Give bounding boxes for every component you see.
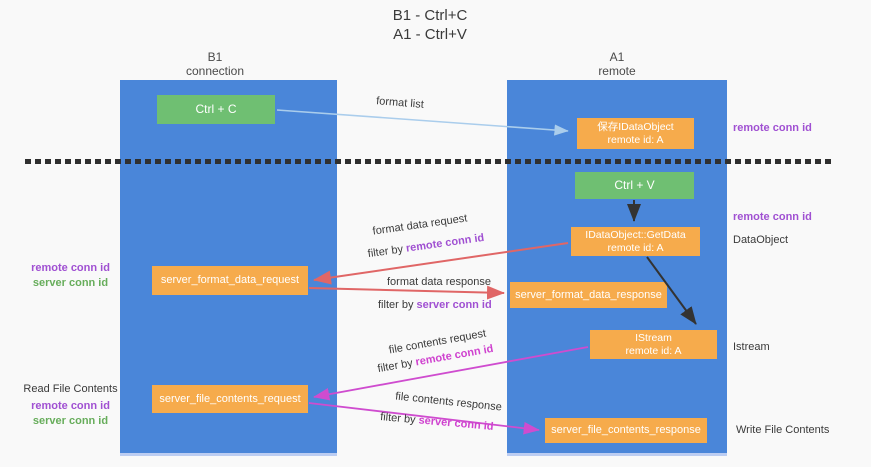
format-data-response-label: format data response: [387, 276, 491, 288]
server-conn-id-text: server conn id: [418, 414, 495, 433]
server-file-contents-request-box: server_file_contents_request: [152, 385, 308, 413]
server-file-contents-response-label: server_file_contents_response: [551, 424, 701, 436]
dataobject-annotation: DataObject: [733, 234, 789, 246]
server-format-data-request-box: server_format_data_request: [152, 266, 308, 295]
filter-by-server-conn-id-label-2: filter by server conn id: [380, 411, 494, 433]
istream-line1: IStream: [635, 331, 672, 344]
remote-conn-id-annotation-2: remote conn id: [733, 211, 812, 223]
diagram-title: B1 - Ctrl+C A1 - Ctrl+V: [330, 6, 530, 44]
ctrl-c-box: Ctrl + C: [157, 95, 275, 124]
istream-line2: remote id: A: [625, 344, 682, 357]
ctrl-c-label: Ctrl + C: [195, 102, 237, 116]
format-list-label: format list: [375, 95, 425, 111]
server-format-data-request-label: server_format_data_request: [160, 274, 300, 286]
write-file-contents-annotation: Write File Contents: [736, 424, 830, 436]
idataobject-getdata-box: IDataObject::GetData remote id: A: [571, 227, 700, 256]
right-column-header-line1: A1: [609, 50, 625, 64]
remote-conn-id-annotation-left-2: remote conn id: [31, 400, 110, 412]
remote-conn-id-annotation-1: remote conn id: [733, 122, 812, 134]
server-conn-id-annotation-left-1: server conn id: [32, 277, 109, 289]
title-line-2: A1 - Ctrl+V: [393, 26, 467, 43]
save-idataobject-box: 保存IDataObject remote id: A: [577, 118, 694, 149]
save-idataobject-line1: 保存IDataObject: [597, 120, 674, 133]
right-column-header: A1 remote: [557, 50, 677, 78]
idataobject-getdata-line2: remote id: A: [607, 241, 664, 254]
format-data-response-arrow: [308, 285, 505, 300]
server-format-data-response-label: server_format_data_response: [515, 288, 662, 301]
ctrl-v-box: Ctrl + V: [575, 172, 694, 199]
ctrl-v-label: Ctrl + V: [614, 178, 655, 192]
remote-conn-id-text: remote conn id: [405, 231, 485, 255]
filter-by-server-conn-id-label-1: filter by server conn id: [378, 299, 492, 311]
left-column-header: B1 connection: [155, 50, 275, 78]
right-column-header-line2: remote: [598, 64, 636, 78]
server-conn-id-annotation-left-2: server conn id: [32, 415, 109, 427]
istream-annotation: Istream: [733, 341, 770, 353]
server-file-contents-request-label: server_file_contents_request: [159, 392, 301, 405]
server-file-contents-response-box: server_file_contents_response: [545, 418, 707, 443]
save-idataobject-line2: remote id: A: [607, 133, 664, 146]
remote-conn-id-annotation-left-1: remote conn id: [31, 262, 110, 274]
file-contents-response-label: file contents response: [394, 390, 503, 414]
istream-box: IStream remote id: A: [590, 330, 717, 359]
filter-by-text: filter by: [367, 242, 407, 261]
copy-paste-separator-line: [25, 159, 835, 164]
filter-by-text: filter by: [379, 411, 420, 427]
server-format-data-response-box: server_format_data_response: [510, 282, 667, 308]
filter-by-text: filter by: [376, 356, 417, 376]
filter-by-text: filter by: [378, 299, 417, 311]
server-conn-id-text: server conn id: [416, 299, 492, 311]
left-column-header-line1: B1: [207, 50, 223, 64]
left-column-header-line2: connection: [185, 64, 245, 78]
idataobject-getdata-line1: IDataObject::GetData: [585, 228, 686, 241]
read-file-contents-annotation: Read File Contents: [23, 383, 118, 395]
title-line-1: B1 - Ctrl+C: [392, 7, 468, 24]
